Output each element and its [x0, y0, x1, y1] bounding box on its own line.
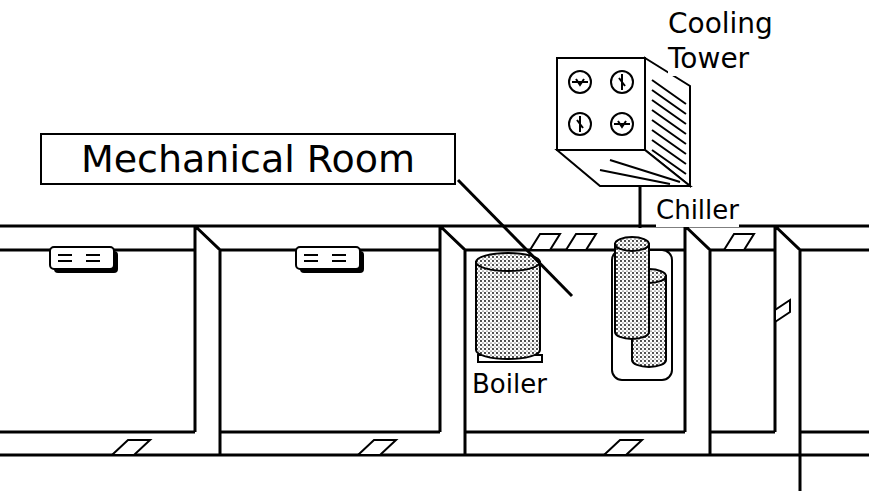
wall-unit	[50, 247, 118, 273]
label-box: Mechanical Room	[40, 133, 456, 185]
part-label: Chiller	[656, 194, 739, 227]
wall-lines	[0, 226, 869, 491]
box-text: Mechanical Room	[75, 137, 421, 181]
part-label: Cooling Tower	[668, 6, 794, 76]
wall-unit	[296, 247, 364, 273]
cooling-tower	[557, 58, 690, 186]
chiller-unit	[612, 237, 672, 380]
boiler-cylinder	[476, 253, 542, 362]
door-gaps	[112, 234, 790, 455]
part-label: Boiler	[472, 368, 547, 401]
leader-line	[458, 180, 572, 296]
